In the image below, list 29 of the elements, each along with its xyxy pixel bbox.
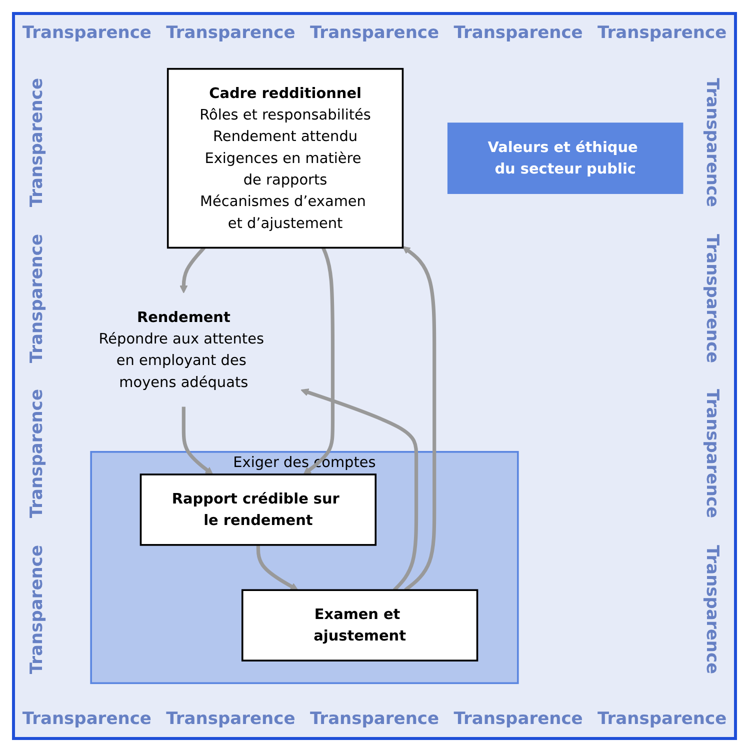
border-text: Transparence xyxy=(27,389,47,518)
border-text: Transparence xyxy=(22,709,152,729)
node-box: Cadre redditionnel Rôles et responsabilités Rendement attendu Exigences en matière de rapports Mécanismes d’examen et d’ajustement xyxy=(166,68,404,249)
border-text: Transparence xyxy=(454,23,583,43)
node-box: Rapport crédible sur le rendement xyxy=(140,474,377,546)
border-text: Transparence xyxy=(598,709,727,729)
arrow xyxy=(256,544,298,590)
arrow xyxy=(402,246,436,592)
border-text: Transparence xyxy=(598,23,727,43)
border-text: Transparence xyxy=(702,78,722,208)
node-text: Rendement Répondre aux attentes en employant des moyens adéquats xyxy=(98,308,264,390)
border-text: Transparence xyxy=(27,234,47,363)
border-text: Transparence xyxy=(27,78,47,208)
border-text: Transparence xyxy=(166,23,296,43)
border-text: Transparence xyxy=(22,23,152,43)
arrow xyxy=(300,388,418,592)
arrow xyxy=(303,247,335,475)
border-text: Transparence xyxy=(310,709,440,729)
border-text: Transparence xyxy=(702,544,722,674)
border-text: Transparence xyxy=(702,389,722,518)
border-text: Transparence xyxy=(27,544,47,674)
border-text: Transparence xyxy=(454,709,583,729)
node-box: Valeurs et éthique du secteur public xyxy=(447,122,684,194)
border-text: Transparence xyxy=(310,23,440,43)
border-text: Transparence xyxy=(166,709,296,729)
node-box: Examen et ajustement xyxy=(241,589,478,662)
border-text: Transparence xyxy=(702,234,722,363)
arrow xyxy=(180,246,206,294)
arrow xyxy=(182,406,214,475)
